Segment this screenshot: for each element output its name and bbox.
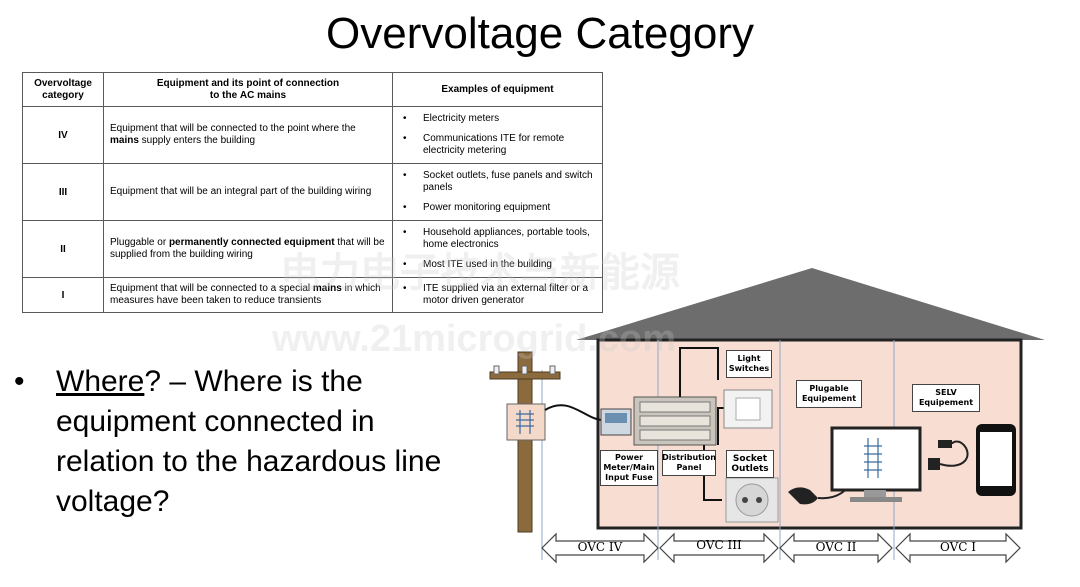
connection-cell: Equipment that will be connected to a sp… <box>103 277 393 313</box>
connection-cell: Equipment that will be an integral part … <box>103 163 393 221</box>
light-switch-icon <box>723 389 773 429</box>
ovc-i-label: OVC I <box>939 540 977 554</box>
examples-cell: ITE supplied via an external filter or a… <box>392 277 603 313</box>
table-row: III Equipment that will be an integral p… <box>22 163 603 221</box>
example-item: ITE supplied via an external filter or a… <box>403 283 596 307</box>
where-question: ? – Where is the equipment connected in … <box>56 365 442 518</box>
house-roof <box>576 268 1045 340</box>
slide-title: Overvoltage Category <box>326 9 754 58</box>
example-item: Power monitoring equipment <box>403 202 596 214</box>
examples-cell: Electricity meters Communications ITE fo… <box>392 106 603 164</box>
table-row: IV Equipment that will be connected to t… <box>22 106 603 164</box>
example-item: Most ITE used in the building <box>403 259 596 271</box>
power-meter-icon <box>600 408 632 436</box>
service-cable <box>544 404 604 421</box>
header-examples: Examples of equipment <box>392 72 603 107</box>
table-row: I Equipment that will be connected to a … <box>22 277 603 313</box>
light-switches-label: Light Switches <box>726 350 772 378</box>
monitor-icon <box>830 426 922 502</box>
power-meter-label: Power Meter/Main Input Fuse <box>600 450 658 486</box>
ovc-i-arrow <box>895 532 1021 564</box>
distribution-panel-label: Distribution Panel <box>662 450 716 476</box>
example-item: Socket outlets, fuse panels and switch p… <box>403 170 596 194</box>
category-cell: III <box>22 163 104 221</box>
charger-icon <box>928 440 969 470</box>
smartphone-icon <box>976 424 1016 496</box>
distribution-panel-icon <box>633 396 717 446</box>
ovc-iv-arrow <box>541 532 659 564</box>
bullet-dot: • <box>14 365 25 398</box>
connection-cell: Pluggable or permanently connected equip… <box>103 220 393 278</box>
ovc-iv-label: OVC IV <box>577 540 623 554</box>
socket-outlet-icon <box>725 477 779 523</box>
ovc-iii-label: OVC III <box>696 538 742 552</box>
ovc-ii-arrow <box>779 532 893 564</box>
selv-equipment-label: SELV Equipement <box>912 384 980 412</box>
ovc-arrows <box>541 532 1021 564</box>
ovc-ii-label: OVC II <box>815 540 857 554</box>
plugable-equipment-label: Plugable Equipement <box>796 380 862 408</box>
connection-cell: Equipment that will be connected to the … <box>103 106 393 164</box>
ovc-iii-arrow <box>659 532 779 564</box>
socket-outlets-label: Socket Outlets <box>726 450 774 478</box>
examples-cell: Socket outlets, fuse panels and switch p… <box>392 163 603 221</box>
example-item: Electricity meters <box>403 113 596 125</box>
example-item: Communications ITE for remote electricit… <box>403 133 596 157</box>
where-bullet: • Where? – Where is the equipment connec… <box>14 362 474 522</box>
utility-pole-icon <box>489 351 561 533</box>
category-cell: I <box>22 277 104 313</box>
example-item: Household appliances, portable tools, ho… <box>403 227 596 251</box>
where-keyword: Where <box>56 365 145 398</box>
table-row: II Pluggable or permanently connected eq… <box>22 220 603 278</box>
category-cell: IV <box>22 106 104 164</box>
examples-cell: Household appliances, portable tools, ho… <box>392 220 603 278</box>
